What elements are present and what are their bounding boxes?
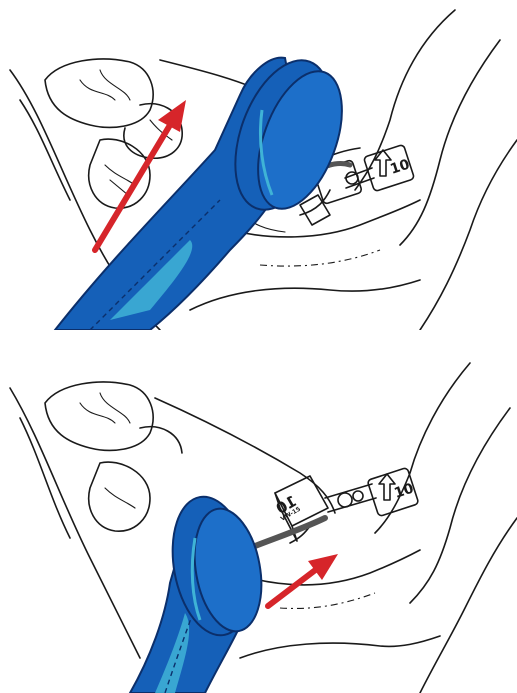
- top-illustration-panel: 10: [0, 0, 517, 330]
- activation-key-handle: [130, 490, 270, 693]
- direction-arrow: [268, 554, 338, 606]
- top-illustration: 10: [0, 0, 517, 330]
- bottom-illustration-panel: 10 VW-15 10: [0, 358, 517, 693]
- gum-contour: [240, 363, 517, 693]
- activation-key-handle: [55, 47, 358, 330]
- bottom-illustration: 10 VW-15 10: [0, 358, 517, 693]
